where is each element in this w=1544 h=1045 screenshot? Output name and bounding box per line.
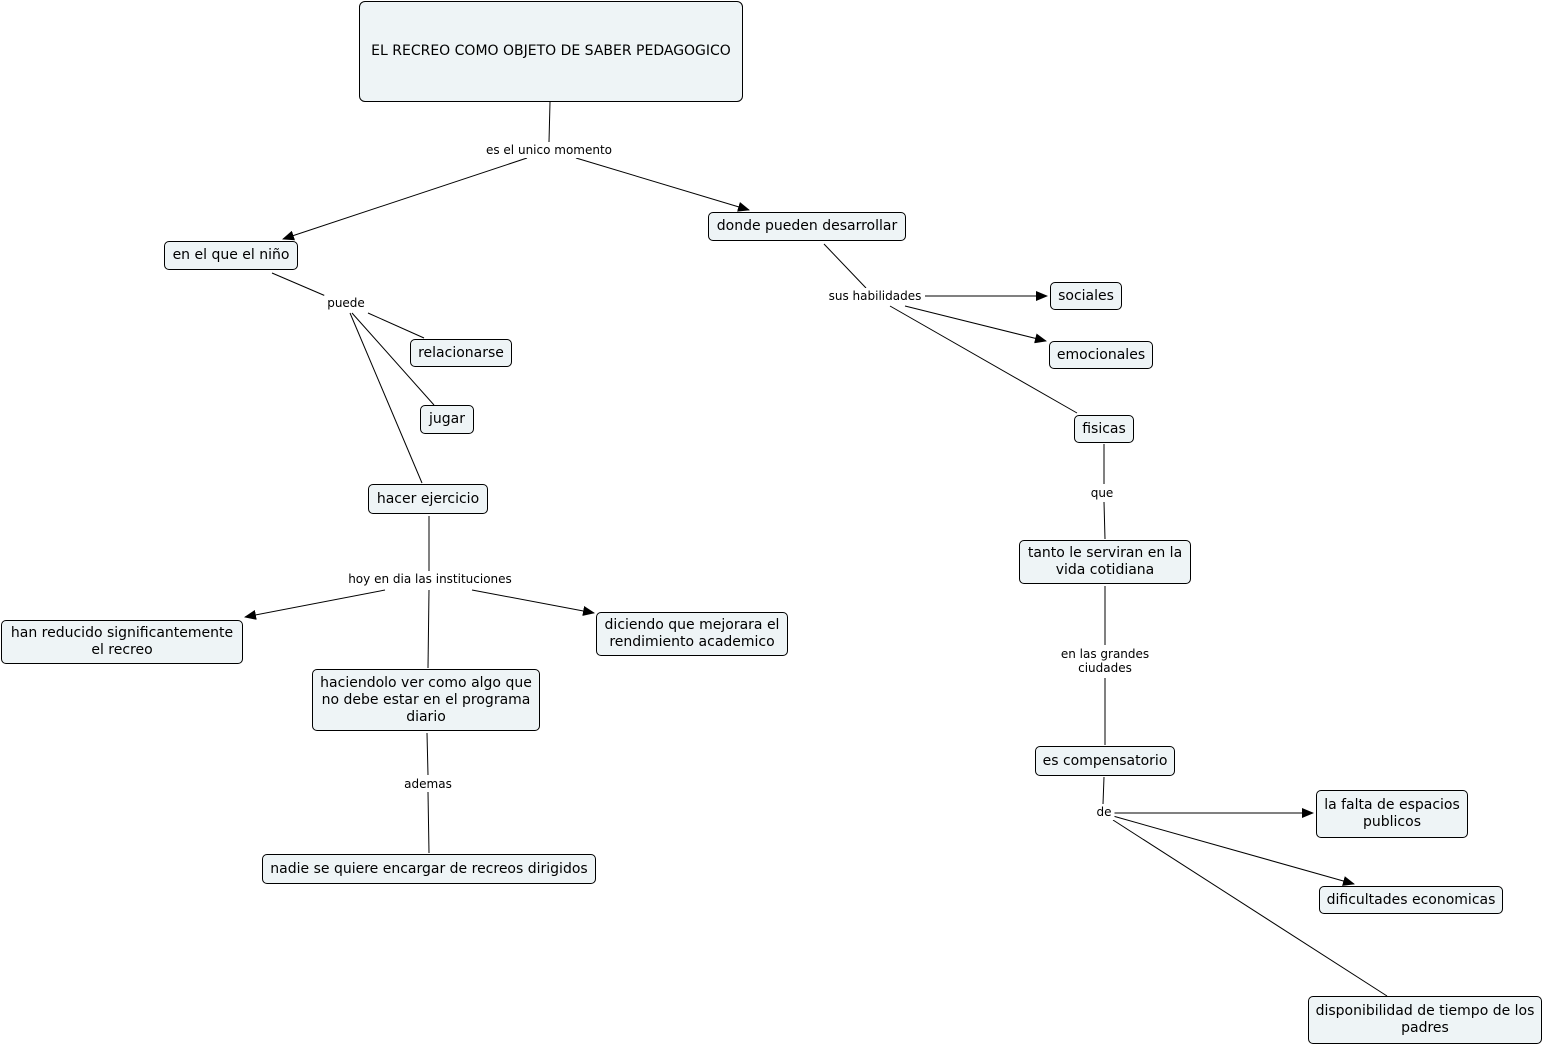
edge-instituciones-diciendo (471, 589, 595, 616)
node-en-el-que-el-nino[interactable]: en el que el niño (164, 241, 298, 270)
edge-puede-relacionarse (367, 312, 425, 339)
edge-instituciones-reducido (244, 589, 386, 620)
edge-puede-ejercicio (349, 312, 423, 484)
edge-de-disponibilidad (1112, 819, 1388, 997)
node-haciendolo-ver[interactable]: haciendolo ver como algo que no debe est… (312, 669, 540, 731)
link-que[interactable]: que (1087, 485, 1117, 501)
edge-habilidades-fisicas (889, 305, 1078, 414)
node-hacer-ejercicio[interactable]: hacer ejercicio (368, 484, 488, 514)
link-de[interactable]: de (1093, 804, 1115, 820)
node-tanto-le-serviran[interactable]: tanto le serviran en la vida cotidiana (1019, 540, 1191, 584)
edge-ademas-nadie (427, 791, 430, 854)
edge-root-momento (548, 101, 551, 143)
edge-haciendolo-ademas (426, 732, 429, 776)
edge-puede-jugar (351, 312, 435, 406)
node-sociales[interactable]: sociales (1050, 282, 1122, 310)
link-es-el-unico-momento[interactable]: es el unico momento (482, 142, 616, 158)
node-nadie-se-quiere[interactable]: nadie se quiere encargar de recreos diri… (262, 854, 596, 884)
edge-instituciones-haciendolo (427, 589, 430, 669)
edge-desarrollar-habilidades (823, 243, 867, 289)
node-es-compensatorio[interactable]: es compensatorio (1035, 746, 1175, 776)
node-relacionarse[interactable]: relacionarse (410, 339, 512, 367)
edge-momento-desarrollar (575, 157, 750, 212)
link-ademas[interactable]: ademas (401, 776, 455, 792)
node-fisicas[interactable]: fisicas (1074, 415, 1134, 443)
link-en-las-grandes-ciudades[interactable]: en las grandes ciudades (1057, 646, 1153, 676)
node-root[interactable]: EL RECREO COMO OBJETO DE SABER PEDAGOGIC… (359, 1, 743, 102)
node-diciendo-que-mejorara[interactable]: diciendo que mejorara el rendimiento aca… (596, 612, 788, 656)
node-jugar[interactable]: jugar (420, 405, 474, 434)
node-dificultades-economicas[interactable]: dificultades economicas (1319, 886, 1503, 914)
link-puede[interactable]: puede (324, 295, 368, 311)
edge-habilidades-emocionales (904, 305, 1047, 344)
node-disponibilidad-de-tiempo[interactable]: disponibilidad de tiempo de los padres (1308, 996, 1542, 1044)
link-sus-habilidades[interactable]: sus habilidades (825, 288, 925, 304)
edge-nino-puede (271, 272, 329, 298)
link-hoy-en-dia-las-instituciones[interactable]: hoy en dia las instituciones (345, 571, 515, 587)
node-la-falta-de-espacios[interactable]: la falta de espacios publicos (1316, 790, 1468, 838)
edge-de-dificultades (1112, 815, 1355, 886)
edge-momento-nino (282, 157, 528, 241)
edge-compensatorio-de (1102, 776, 1105, 805)
node-donde-pueden-desarrollar[interactable]: donde pueden desarrollar (708, 212, 906, 241)
edge-que-tanto (1103, 501, 1106, 540)
node-emocionales[interactable]: emocionales (1049, 341, 1153, 369)
node-han-reducido[interactable]: han reducido significantemente el recreo (1, 620, 243, 664)
